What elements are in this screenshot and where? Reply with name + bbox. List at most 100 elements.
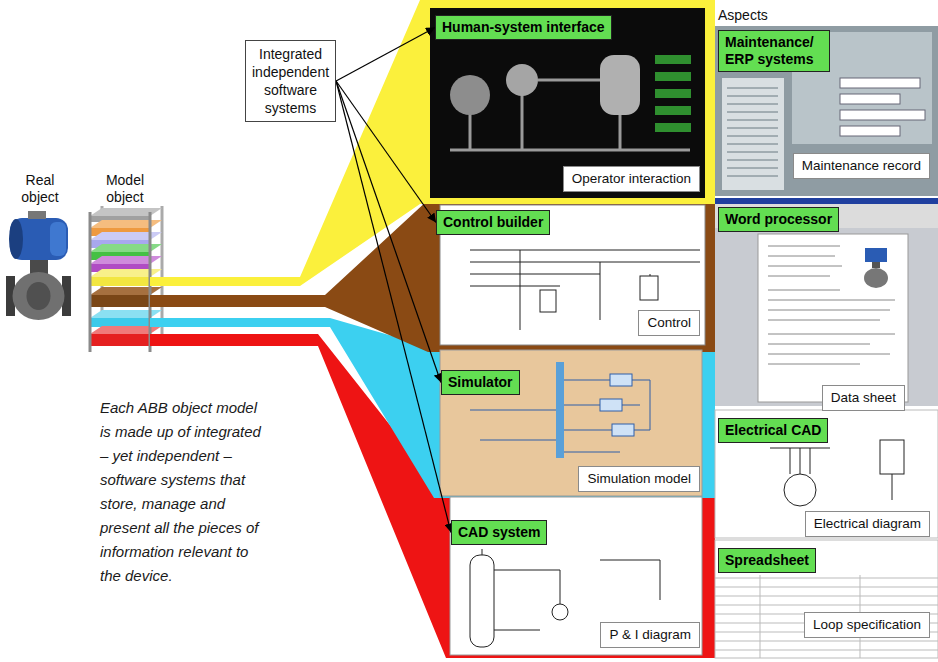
tool-label: Spreadsheet — [718, 548, 816, 573]
model-object-illustration — [89, 212, 92, 352]
aspect-label: Simulation model — [578, 466, 700, 492]
aspect-name: Electrical diagram — [814, 516, 921, 532]
valve-illustration — [6, 211, 71, 320]
maintenance-screenshot — [715, 26, 938, 196]
valve-illustration — [9, 219, 23, 259]
maintenance-screenshot — [840, 94, 900, 104]
tool-name: CAD system — [458, 524, 540, 541]
word-processor-screenshot — [768, 246, 895, 364]
connector-arrow — [336, 81, 436, 223]
model-layer — [90, 295, 150, 307]
valve-illustration — [13, 272, 65, 320]
tool-label: Control builder — [436, 210, 550, 235]
tool-name: Electrical CAD — [725, 422, 821, 439]
tool-label: Electrical CAD — [718, 418, 828, 443]
control-screenshot — [440, 205, 705, 345]
aspect-band — [150, 200, 715, 352]
aspect-name: P & I diagram — [609, 627, 691, 643]
model-layer — [90, 277, 150, 286]
caption-text: Each ABB object model is made up of inte… — [100, 396, 272, 588]
control-screenshot — [540, 290, 556, 312]
aspect-name: Control — [647, 315, 691, 331]
electrical-cad-screenshot — [715, 410, 938, 538]
tool-label: Simulator — [441, 370, 520, 395]
word-processor-screenshot — [715, 198, 938, 204]
word-processor-screenshot — [864, 268, 888, 288]
hsi-screenshot — [655, 72, 691, 81]
cad-screenshot — [450, 497, 702, 655]
box-text: Integrated independent software systems — [252, 45, 329, 117]
maintenance-screenshot — [727, 88, 778, 176]
hsi-screenshot — [655, 89, 691, 98]
simulator-screenshot — [440, 350, 702, 496]
connector-arrow — [336, 28, 435, 82]
word-processor-screenshot — [758, 234, 908, 402]
electrical-cad-screenshot — [880, 440, 904, 474]
valve-illustration — [10, 218, 68, 260]
hsi-screenshot — [506, 64, 538, 96]
spreadsheet-screenshot — [715, 575, 938, 658]
hsi-screenshot — [600, 55, 640, 115]
hsi-screenshot — [655, 106, 691, 115]
tool-label: CAD system — [451, 520, 547, 545]
maintenance-screenshot — [840, 78, 920, 88]
object-label: Real object — [8, 172, 72, 206]
spreadsheet-screenshot — [715, 540, 938, 658]
control-screenshot — [440, 205, 705, 345]
aspect-label: Operator interaction — [563, 166, 700, 192]
aspect-label: Control — [638, 310, 700, 336]
simulator-screenshot — [600, 399, 622, 411]
hsi-screenshot — [655, 123, 691, 132]
tool-name: Simulator — [448, 374, 513, 391]
tool-name: Spreadsheet — [725, 552, 809, 569]
electrical-cad-screenshot — [784, 474, 816, 506]
cad-screenshot — [450, 497, 702, 655]
simulator-screenshot — [610, 374, 632, 386]
simulator-screenshot — [612, 424, 634, 436]
connector-arrow — [336, 81, 441, 383]
hsi-screenshot — [430, 8, 705, 198]
column-heading: Aspects — [718, 7, 768, 24]
model-layer — [90, 334, 150, 346]
software-systems-box: Integrated independent software systems — [245, 40, 336, 122]
aspect-label: Maintenance record — [793, 153, 930, 179]
spreadsheet-screenshot — [715, 540, 938, 658]
aspect-label: Electrical diagram — [805, 511, 930, 537]
tool-label: Human-system interface — [435, 15, 612, 40]
maintenance-screenshot — [722, 78, 784, 190]
word-processor-screenshot — [715, 198, 938, 406]
aspect-name: Loop specification — [813, 617, 921, 633]
aspect-name: Data sheet — [831, 390, 896, 406]
valve-illustration — [30, 258, 48, 274]
aspect-name: Maintenance record — [802, 158, 921, 174]
electrical-cad-screenshot — [715, 410, 938, 538]
control-screenshot — [470, 250, 700, 330]
cad-screenshot — [552, 604, 568, 620]
tool-name: Maintenance/ ERP systems — [725, 34, 823, 68]
object-label: Model object — [88, 172, 162, 206]
valve-illustration — [27, 282, 51, 310]
tool-name: Human-system interface — [442, 19, 605, 36]
tool-label: Maintenance/ ERP systems — [718, 30, 830, 72]
model-layer — [90, 318, 150, 327]
simulator-screenshot — [440, 350, 702, 496]
hsi-screenshot — [430, 8, 705, 198]
aspect-label: Data sheet — [822, 385, 905, 411]
cad-screenshot — [470, 555, 494, 647]
hsi-screenshot — [450, 75, 490, 115]
cad-screenshot — [482, 549, 660, 630]
maintenance-screenshot — [840, 126, 900, 136]
word-processor-screenshot — [872, 262, 880, 268]
tool-name: Control builder — [443, 214, 543, 231]
aspect-label: Loop specification — [804, 612, 930, 638]
maintenance-screenshot — [715, 26, 938, 196]
maintenance-screenshot — [840, 110, 925, 120]
simulator-screenshot — [556, 362, 564, 458]
aspect-name: Operator interaction — [572, 171, 691, 187]
aspect-label: P & I diagram — [600, 622, 700, 648]
tool-label: Word processor — [718, 207, 839, 232]
aspect-name: Simulation model — [587, 471, 691, 487]
control-screenshot — [640, 276, 658, 300]
electrical-cad-screenshot — [770, 448, 892, 500]
